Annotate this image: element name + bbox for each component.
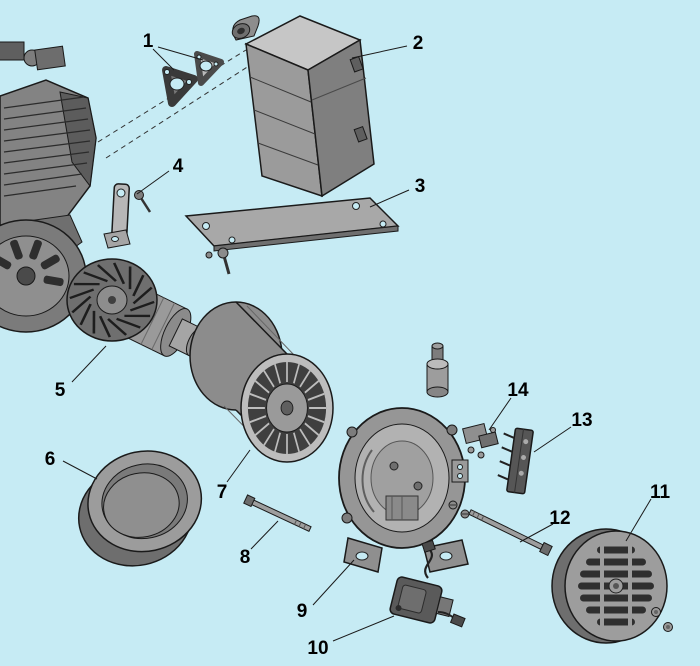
leader-line-10 — [332, 615, 395, 642]
stator-band-part6 — [77, 450, 203, 567]
engine-cooling-fins — [3, 96, 91, 197]
leader-line-6 — [62, 460, 98, 480]
callout-1: 1 — [143, 31, 154, 52]
fan-blades — [69, 262, 155, 338]
stator-part7 — [189, 301, 334, 463]
rectifier-part14 — [462, 422, 499, 459]
callout-5: 5 — [55, 380, 66, 401]
callout-12: 12 — [549, 508, 570, 529]
regulator-part10 — [389, 539, 466, 628]
callout-6: 6 — [45, 449, 56, 470]
callout-4: 4 — [173, 156, 184, 177]
callout-8: 8 — [240, 547, 251, 568]
callout-7: 7 — [217, 482, 228, 503]
muffler-part2 — [231, 15, 375, 198]
bracket-screw — [134, 190, 152, 213]
leader-line-13 — [533, 426, 572, 453]
leader-line-11 — [625, 498, 652, 542]
stator-windings-face — [247, 362, 327, 454]
bolt-part8 — [243, 494, 312, 532]
exhaust-gaskets-part1 — [97, 49, 253, 159]
engine-partial-illustration — [0, 41, 99, 333]
callout-11: 11 — [650, 482, 671, 503]
leader-line-1a — [152, 48, 175, 71]
end-cover-part11 — [551, 528, 673, 644]
terminal-board-part13 — [497, 427, 534, 495]
leader-lines — [62, 45, 652, 642]
leader-line-5 — [71, 345, 107, 383]
leader-line-12 — [519, 523, 554, 543]
leader-line-8 — [250, 520, 279, 550]
cover-screws — [651, 607, 673, 632]
leader-line-1b — [157, 46, 204, 61]
leader-line-14 — [488, 397, 512, 431]
blower-housing — [0, 219, 87, 333]
leader-line-3 — [369, 189, 410, 208]
callout-13: 13 — [571, 410, 592, 431]
leader-line-9 — [312, 559, 355, 606]
callout-labels: 1 2 3 4 5 6 7 8 9 10 11 12 13 14 — [45, 31, 671, 659]
leader-line-7 — [226, 449, 251, 483]
callout-3: 3 — [415, 176, 426, 197]
callout-9: 9 — [297, 601, 308, 622]
leader-line-2 — [351, 45, 408, 59]
callout-10: 10 — [307, 638, 328, 659]
bracket-part4 — [103, 183, 152, 249]
leader-line-4 — [136, 170, 170, 195]
callout-2: 2 — [413, 33, 424, 54]
callout-14: 14 — [507, 380, 529, 401]
heat-shield-plate-part3 — [184, 197, 400, 275]
plate-screw — [205, 247, 231, 275]
